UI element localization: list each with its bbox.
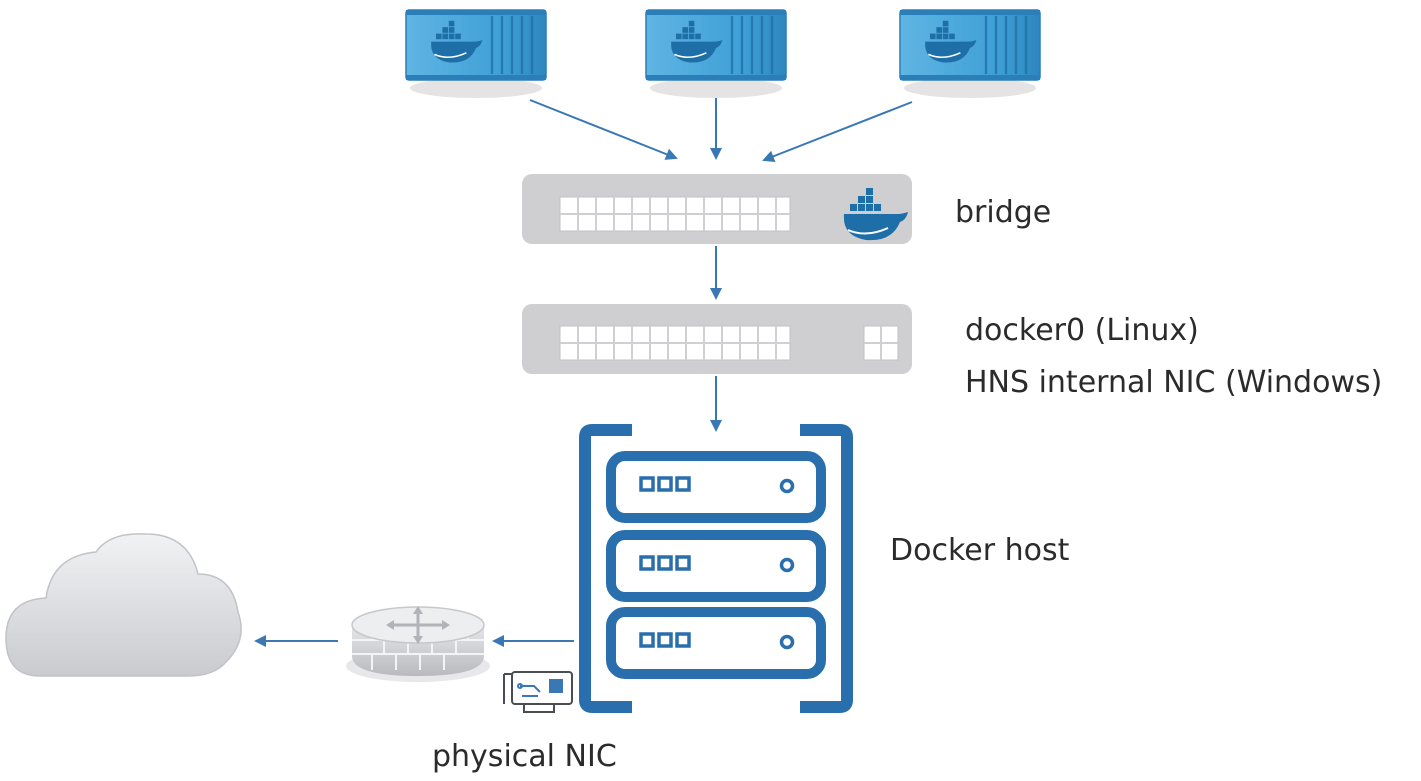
container-left [406,10,546,98]
bridge-switch [522,174,912,244]
docker-host-server [579,424,853,713]
network-card-icon [503,671,573,713]
container-middle [646,10,786,98]
docker-host-label: Docker host [890,533,1070,568]
bridge-label: bridge [955,195,1052,230]
container-arrows [529,98,913,162]
hns-internal-nic-label: HNS internal NIC (Windows) [965,365,1383,400]
container-right [900,10,1040,98]
physical-nic-label: physical NIC [432,739,617,774]
docker0-label: docker0 (Linux) [965,313,1199,348]
firewall-router-icon [346,606,490,682]
docker0-switch [522,304,912,374]
cloud-icon [5,533,242,677]
